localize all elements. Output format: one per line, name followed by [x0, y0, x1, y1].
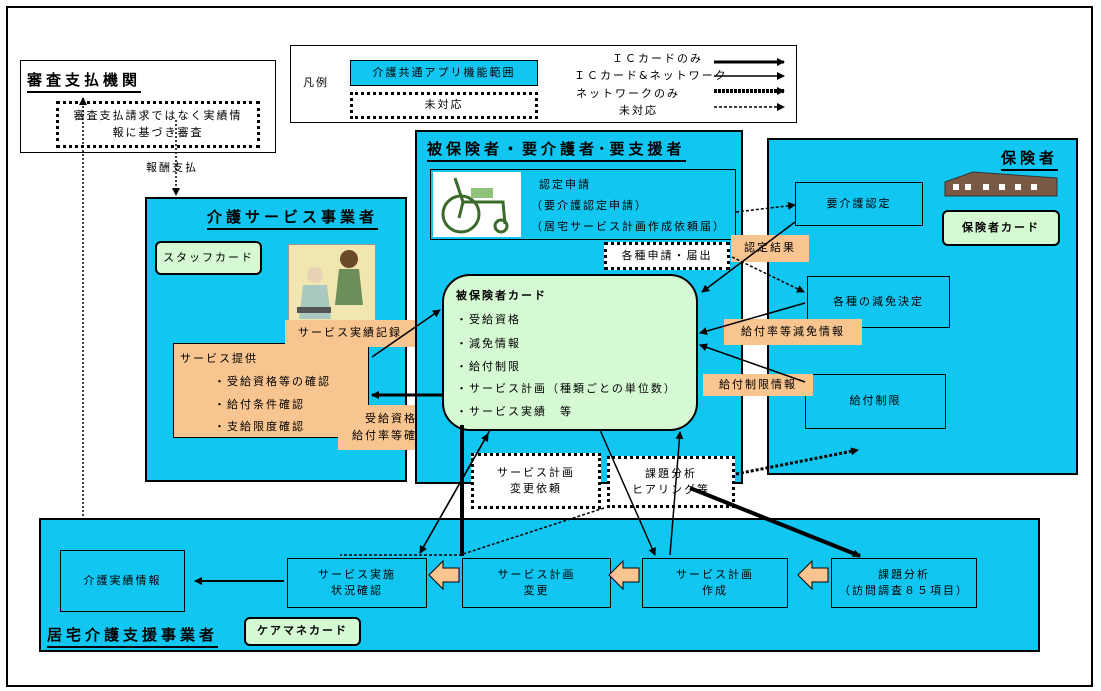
application-to-certification-arrow	[735, 201, 796, 213]
change-request-line: 変更依頼	[510, 482, 562, 495]
legend-line-ic-network: ＩＣカード&ネットワーク	[574, 69, 728, 82]
plan-change-box: サービス計画 変更	[462, 558, 611, 608]
service-check-line: 状況確認	[331, 584, 383, 597]
benefit-limit-box: 給付制限	[805, 374, 946, 429]
insured-card-item: ・サービス計画（種類ごとの単位数）	[456, 382, 677, 395]
care-record-box: 介護実績情報	[60, 550, 185, 612]
service-plan-change-request: サービス計画 変更依頼	[471, 453, 601, 509]
diagram-frame	[6, 6, 1093, 687]
insured-card-item: ・サービス実績 等	[456, 405, 573, 418]
reduction-decision-box: 各種の減免決定	[807, 276, 950, 328]
wheelchair-icon	[433, 172, 521, 237]
building-icon	[943, 168, 1059, 198]
application-to-reduction-arrow	[731, 256, 805, 293]
legend: 凡例 介護共通アプリ機能範囲 未対応 ＩＣカードのみ ＩＣカード&ネットワーク …	[290, 45, 797, 123]
service-provision: サービス提供 ・受給資格等の確認 ・給付条件確認 ・支給限度確認	[173, 343, 369, 438]
flow-arrow	[428, 559, 460, 591]
legend-line-unsupported: 未対応	[619, 104, 658, 117]
care-manager-office: 居宅介護支援事業者 ケアマネカード 介護実績情報 サービス実施 状況確認 サービ…	[39, 518, 1040, 652]
task-analysis-line: （訪問調査８５項目）	[839, 584, 969, 597]
task-analysis-hearing: 課題分析 ヒアリング等	[607, 456, 735, 508]
service-provision-item: ・給付条件確認	[214, 398, 305, 411]
care-manager-title: 居宅介護支援事業者	[47, 624, 219, 648]
hearing-line: ヒアリング等	[632, 483, 710, 496]
insurer-area: 保険者 保険者カード 要介護認定 各種の減免決定 給付制限	[767, 138, 1078, 475]
insurer-title: 保険者	[1001, 147, 1059, 171]
application-line: 認定申請	[539, 178, 591, 191]
staff-card: スタッフカード	[155, 241, 262, 275]
legend-line-ic-only: ＩＣカードのみ	[612, 52, 703, 65]
plan-create-line: 作成	[702, 584, 728, 597]
result-to-card-arrow	[701, 221, 796, 293]
legend-line-network-only: ネットワークのみ	[576, 87, 680, 100]
change-request-line: サービス計画	[497, 465, 575, 479]
provider-title: 介護サービス事業者	[207, 206, 379, 230]
card-to-plan-create-arrow	[599, 429, 656, 556]
review-payment-org: 審査支払機関 審査支払請求ではなく実績情報に基づき審査	[20, 60, 276, 153]
insured-card-item: ・受給資格	[456, 313, 521, 326]
service-check-to-card-arrow	[419, 433, 489, 554]
hearing-line: 課題分析	[645, 466, 697, 480]
various-applications-label: 各種申請・届出	[604, 242, 730, 270]
insured-title: 被保険者・要介護者･要支援者	[427, 138, 686, 162]
legend-lines	[714, 58, 785, 111]
eligibility-line: 給付率等確認	[352, 428, 430, 442]
care-manager-card: ケアマネカード	[244, 617, 361, 646]
reduction-info-label: 給付率等減免情報	[724, 319, 862, 345]
application-box: 認定申請 （要介護認定申請） （居宅サービス計画作成依頼届）	[430, 169, 736, 240]
task-analysis-box: 課題分析 （訪問調査８５項目）	[831, 558, 977, 608]
record-to-card-arrow	[371, 309, 441, 358]
change-request-to-plan-change-line	[462, 507, 605, 555]
hearing-to-insurer-arrow	[735, 447, 859, 476]
plan-create-to-card-arrow	[669, 431, 684, 556]
plan-change-line: 変更	[523, 584, 550, 597]
application-line: （要介護認定申請）	[531, 199, 648, 212]
service-provision-item: ・支給限度確認	[214, 420, 305, 433]
hearing-to-task-analysis-arrow	[689, 486, 861, 558]
review-payment-note: 審査支払請求ではなく実績情報に基づき審査	[56, 101, 260, 148]
reduction-to-card-arrow	[699, 302, 806, 335]
benefit-limit-info-label: 給付制限情報	[703, 374, 813, 396]
plan-create-box: サービス計画 作成	[642, 558, 788, 608]
insured-card-item: ・給付制限	[456, 360, 521, 373]
eligibility-line: 受給資格	[365, 412, 417, 425]
flow-arrow	[797, 559, 829, 591]
limit-to-card-arrow	[699, 343, 806, 383]
insured-card-item: ・減免情報	[456, 337, 521, 350]
service-check-box: サービス実施 状況確認	[287, 558, 427, 608]
legend-label: 凡例	[303, 76, 329, 89]
application-line: （居宅サービス計画作成依頼届）	[531, 220, 726, 233]
review-payment-title: 審査支払機関	[27, 69, 142, 93]
insured-card: 被保険者カード ・受給資格 ・減免情報 ・給付制限 ・サービス計画（種類ごとの単…	[442, 274, 698, 431]
plan-create-line: サービス計画	[676, 567, 754, 581]
service-check-line: サービス実施	[318, 567, 396, 581]
plan-change-line: サービス計画	[497, 567, 576, 581]
insurer-card: 保険者カード	[942, 210, 1060, 246]
service-provision-item: ・受給資格等の確認	[214, 375, 331, 388]
insured-card-title: 被保険者カード	[456, 289, 547, 302]
caregiver-icon	[288, 244, 376, 326]
reward-payment-label: 報酬支払	[146, 161, 198, 174]
legend-unsupported-swatch: 未対応	[350, 92, 538, 119]
task-analysis-line: 課題分析	[878, 567, 930, 581]
flow-arrow	[608, 559, 640, 591]
legend-scope-swatch: 介護共通アプリ機能範囲	[350, 60, 538, 86]
service-provision-title: サービス提供	[180, 352, 258, 365]
